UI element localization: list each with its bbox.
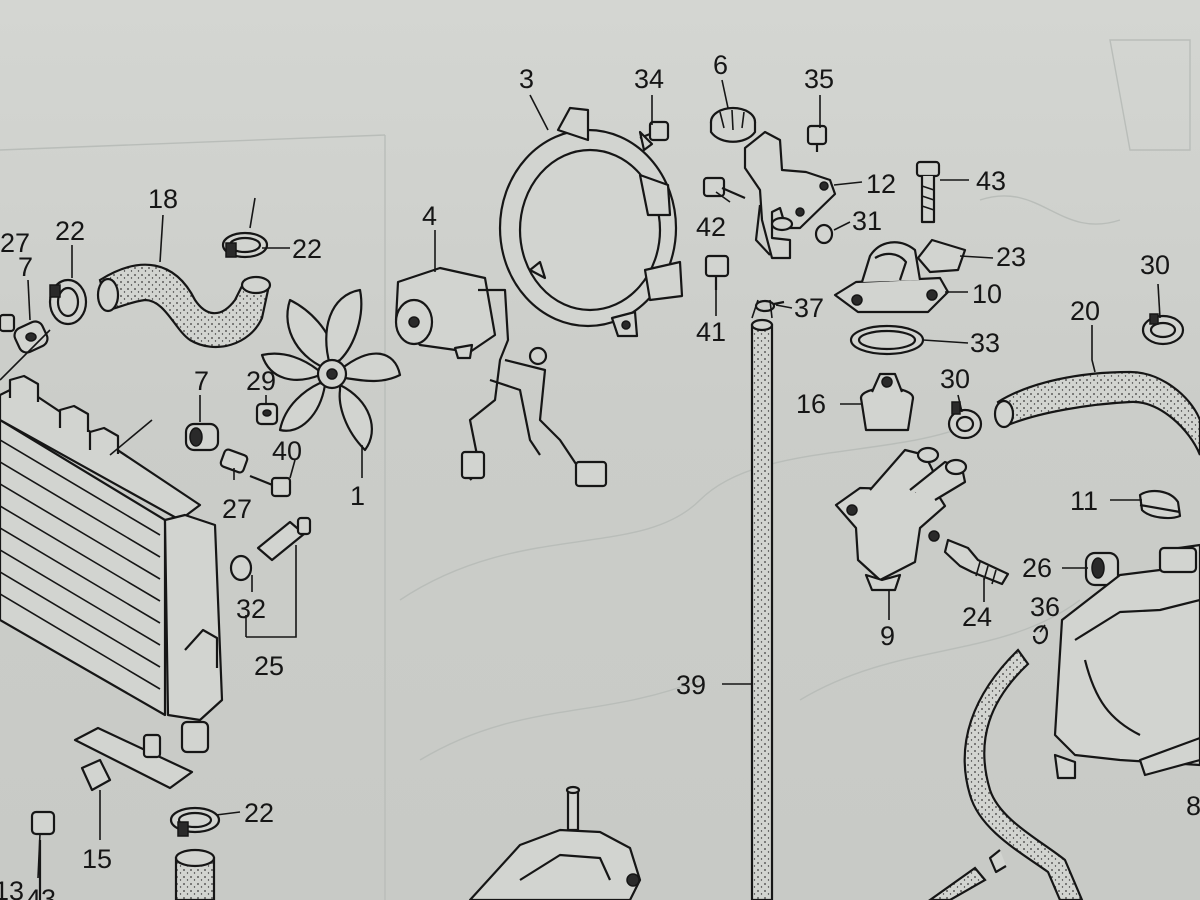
callout-10: 10	[972, 279, 1002, 309]
callout-18: 18	[148, 184, 178, 214]
grommet-edge	[0, 313, 16, 333]
bolt-42	[702, 176, 746, 200]
thermo-switch-25	[256, 516, 312, 562]
callout-32: 32	[236, 594, 266, 624]
callout-33: 33	[970, 328, 1000, 358]
callout-34: 34	[634, 64, 664, 94]
ghost-lines	[0, 39, 1191, 900]
bolt-43-top	[915, 160, 941, 224]
callout-23: 23	[996, 242, 1026, 272]
fan-motor-4	[394, 266, 608, 488]
cap-6	[709, 106, 757, 143]
callout-39: 39	[676, 670, 706, 700]
callout-26: 26	[1022, 553, 1052, 583]
reserve-tank	[1053, 543, 1200, 780]
leader-lines	[0, 79, 1161, 879]
clip-36	[1032, 625, 1048, 645]
callout-43-bottom-left: 43	[26, 884, 56, 900]
callout-4: 4	[422, 201, 437, 231]
lower-bracket	[468, 785, 642, 900]
grommet-7-left	[13, 320, 49, 354]
callout-7-right: 7	[194, 366, 209, 396]
callout-22-left: 22	[55, 216, 85, 246]
grommet-7-right	[184, 422, 220, 452]
callout-40: 40	[272, 436, 302, 466]
callout-16: 16	[796, 389, 826, 419]
bolt-34	[638, 120, 670, 152]
callout-24: 24	[962, 602, 992, 632]
clip-11	[1138, 489, 1182, 520]
thermostat-cover-10	[833, 241, 950, 314]
callout-30-mid: 30	[940, 364, 970, 394]
washer-31	[814, 223, 834, 245]
fan-1	[260, 288, 402, 452]
callout-27-left: 27	[0, 228, 30, 258]
bracket-15	[73, 726, 194, 792]
filler-neck-12	[743, 130, 837, 260]
callout-11: 11	[1070, 486, 1098, 516]
callout-12: 12	[866, 169, 896, 199]
thermostat-housing-9	[834, 446, 968, 592]
callout-20: 20	[1070, 296, 1100, 326]
callout-25: 25	[254, 651, 284, 681]
breather-tube	[963, 648, 1084, 900]
lower-hose-end	[174, 848, 216, 868]
sensor-24	[943, 538, 1010, 586]
hose-clamp-top	[221, 231, 269, 259]
hose-clamp-30-top	[1141, 313, 1185, 346]
callout-37: 37	[794, 293, 824, 323]
callout-29: 29	[246, 366, 276, 396]
callout-43: 43	[976, 166, 1006, 196]
lower-tube-right	[928, 866, 987, 900]
thermostat-16	[859, 372, 915, 432]
callout-36: 36	[1030, 592, 1060, 622]
radiator	[0, 374, 224, 754]
overflow-tube-39	[750, 299, 774, 900]
callout-30-top: 30	[1140, 250, 1170, 280]
callout-3: 3	[519, 64, 534, 94]
collar-27	[219, 448, 249, 474]
callout-35: 35	[804, 64, 834, 94]
bolt-29	[255, 402, 279, 426]
fan-shroud-3	[498, 106, 684, 338]
callout-27: 27	[222, 494, 252, 524]
hose-clamp-30-mid	[947, 401, 983, 440]
hose-clamp-bottom	[169, 806, 221, 837]
callout-22-top: 22	[292, 234, 322, 264]
bolt-35	[806, 124, 828, 152]
hose-clamp-left	[48, 278, 88, 326]
callout-42: 42	[696, 212, 726, 242]
callout-41: 41	[696, 317, 726, 347]
hose-20	[993, 370, 1200, 456]
callout-1: 1	[350, 481, 365, 511]
hose-18	[96, 263, 272, 349]
plate-23	[916, 238, 967, 274]
callout-9: 9	[880, 621, 895, 651]
o-ring-33-inner	[857, 329, 917, 351]
washer-32	[229, 554, 253, 582]
callout-6: 6	[713, 50, 728, 80]
callout-8: 8	[1186, 791, 1200, 821]
callout-7-left: 7	[18, 252, 33, 282]
callout-15: 15	[82, 844, 112, 874]
callout-numbers: 1 3 4 6 7 7 8 9 10 11 12 15 16 18 20 22 …	[0, 50, 1200, 900]
callout-31: 31	[852, 206, 882, 236]
bolt-41	[704, 254, 730, 290]
bolt-40	[249, 474, 292, 498]
grommet-26	[1084, 551, 1120, 587]
callout-22-bottom: 22	[244, 798, 274, 828]
callout-13-bottom-left: 13	[0, 876, 24, 900]
